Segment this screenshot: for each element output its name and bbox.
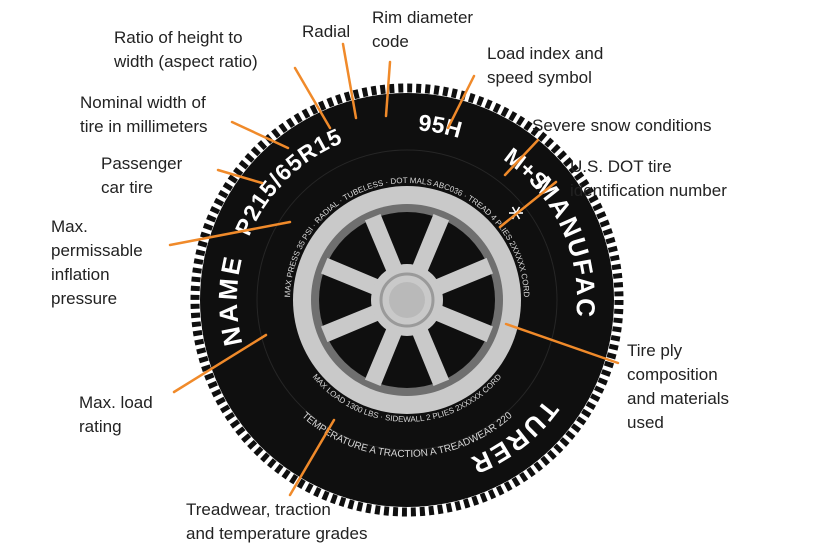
leader-severe-snow [503,138,540,177]
label-aspect-ratio: Ratio of height to width (aspect ratio) [114,28,258,71]
leader-max-inflation [168,220,292,247]
leader-rim-diameter [384,60,392,118]
label-treadwear: Treadwear, traction and temperature grad… [186,500,368,543]
hub-ring [379,272,435,328]
wheel-spoke [410,323,450,386]
leader-max-load [172,333,268,394]
leader-lines [168,42,620,497]
wheel-spoke [430,257,493,297]
wheel-spoke [410,214,450,277]
leader-nominal-width [230,120,290,150]
wheel-spoke [364,214,404,277]
tread-edge [190,83,624,517]
wheel-spoke [364,323,404,386]
leader-ply-composition [504,322,620,365]
label-max-inflation: Max. permissable inflation pressure [51,217,143,308]
label-passenger: Passenger car tire [101,154,183,197]
label-load-index: Load index and speed symbol [487,44,604,87]
leader-aspect-ratio [293,66,332,130]
leader-passenger [216,168,264,185]
wheel-spoke [430,303,493,343]
label-severe-snow: Severe snow conditions [532,116,712,135]
hub-center [389,282,425,318]
label-ply-composition: Tire ply composition and materials used [627,341,730,432]
label-radial: Radial [302,22,351,41]
label-dot-id: U.S. DOT tire identification number [570,157,727,200]
label-max-load: Max. load rating [79,393,153,436]
wheel [293,186,521,414]
wheel-spokes [321,214,493,386]
sidewall-inner-ring [256,149,558,451]
label-rim-diameter: Rim diameter code [372,8,474,51]
wheel-spoke [321,257,384,297]
wheel-spoke [321,303,384,343]
leader-treadwear [288,418,336,497]
label-nominal-width: Nominal width of tire in millimeters [80,93,208,136]
leader-radial [341,42,358,120]
leader-dot-id [498,180,558,229]
leader-load-index [446,74,476,130]
